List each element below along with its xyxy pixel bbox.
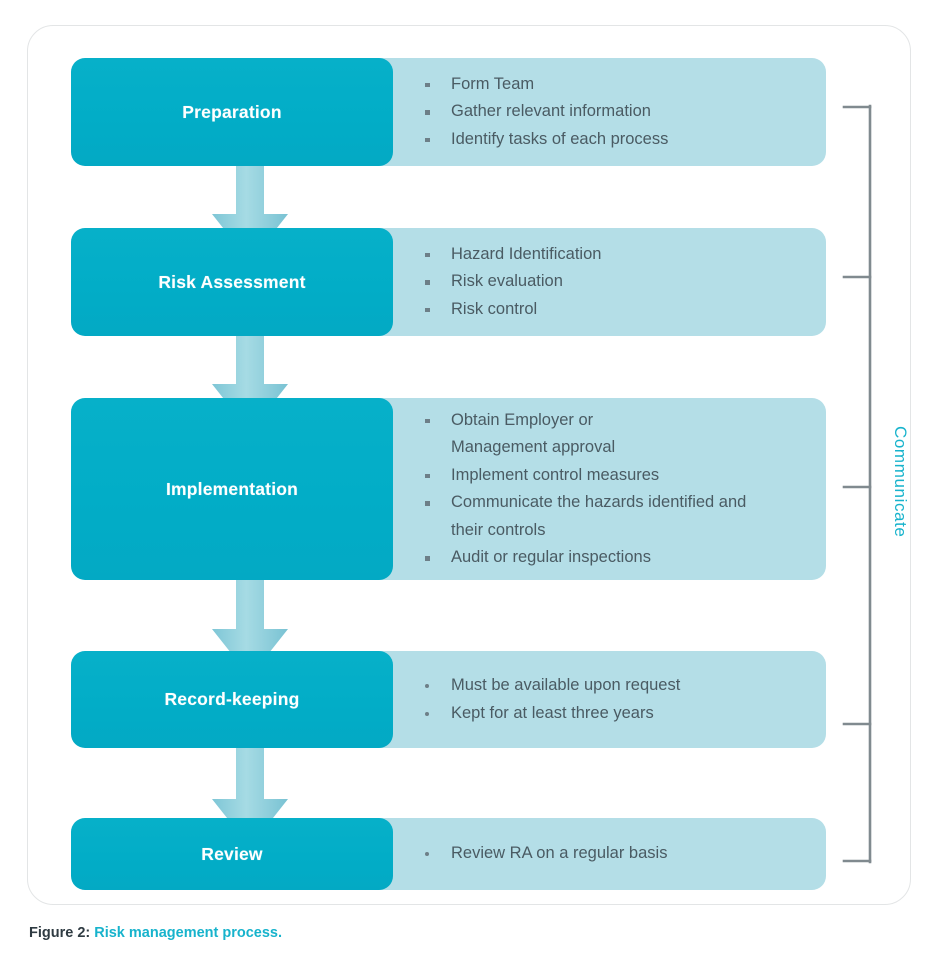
bullet-list-record-keeping: Must be available upon request Kept for … — [421, 672, 808, 727]
list-item: Must be available upon request — [421, 672, 808, 700]
process-row-review: Review Review RA on a regular basis — [71, 818, 826, 890]
bullet-list-risk-assessment: Hazard Identification Risk evaluation Ri… — [421, 241, 808, 324]
process-row-implementation: Implementation Obtain Employer or Manage… — [71, 398, 826, 580]
bullet-list-preparation: Form Team Gather relevant information Id… — [421, 71, 808, 154]
flow-arrow-implementation-to-record-keeping — [212, 571, 288, 677]
list-item: Risk evaluation — [421, 268, 808, 296]
stage-box-risk-assessment[interactable]: Risk Assessment — [71, 228, 393, 336]
detail-panel-implementation: Obtain Employer or Management approval I… — [379, 398, 826, 580]
stage-box-preparation[interactable]: Preparation — [71, 58, 393, 166]
bullet-list-implementation: Obtain Employer or Management approval I… — [421, 407, 808, 572]
stage-box-implementation[interactable]: Implementation — [71, 398, 393, 580]
figure-caption: Figure 2:Risk management process. — [29, 925, 282, 941]
stage-label-risk-assessment: Risk Assessment — [158, 271, 306, 292]
process-row-preparation: Preparation Form Team Gather relevant in… — [71, 58, 826, 166]
figure-caption-text: Risk management process. — [94, 925, 283, 941]
list-item: Form Team — [421, 71, 808, 99]
detail-panel-review: Review RA on a regular basis — [379, 818, 826, 890]
figure-caption-prefix: Figure 2: — [29, 925, 91, 941]
communicate-bracket — [842, 104, 872, 864]
communicate-label: Communicate — [891, 426, 910, 538]
list-item: Risk control — [421, 296, 808, 324]
list-item: Communicate the hazards identified and t… — [421, 489, 808, 544]
process-row-risk-assessment: Risk Assessment Hazard Identification Ri… — [71, 228, 826, 336]
process-flow-diagram: Preparation Form Team Gather relevant in… — [28, 26, 912, 906]
list-item: Audit or regular inspections — [421, 544, 808, 572]
list-item: Review RA on a regular basis — [421, 840, 808, 868]
detail-panel-record-keeping: Must be available upon request Kept for … — [379, 651, 826, 748]
stage-label-preparation: Preparation — [182, 101, 282, 122]
list-item: Obtain Employer or Management approval — [421, 407, 808, 462]
list-item: Kept for at least three years — [421, 700, 808, 728]
stage-label-implementation: Implementation — [165, 478, 299, 499]
detail-panel-preparation: Form Team Gather relevant information Id… — [379, 58, 826, 166]
detail-panel-risk-assessment: Hazard Identification Risk evaluation Ri… — [379, 228, 826, 336]
stage-label-record-keeping: Record-keeping — [164, 689, 300, 709]
stage-box-record-keeping[interactable]: Record-keeping — [71, 651, 393, 748]
list-item: Gather relevant information — [421, 98, 808, 126]
list-item: Implement control measures — [421, 462, 808, 490]
figure-card: Preparation Form Team Gather relevant in… — [27, 25, 911, 905]
stage-box-review[interactable]: Review — [71, 818, 393, 890]
bullet-list-review: Review RA on a regular basis — [421, 840, 808, 868]
list-item: Identify tasks of each process — [421, 126, 808, 154]
list-item: Hazard Identification — [421, 241, 808, 269]
stage-label-review: Review — [201, 843, 263, 864]
process-row-record-keeping: Record-keeping Must be available upon re… — [71, 651, 826, 748]
